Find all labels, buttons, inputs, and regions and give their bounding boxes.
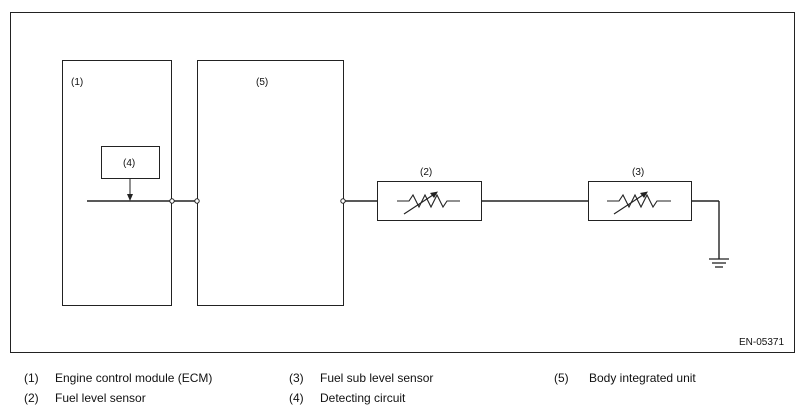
ground-icon <box>709 258 729 268</box>
ecm-label: (1) <box>71 77 83 88</box>
body-left-terminal <box>194 198 200 204</box>
detecting-circuit-label: (4) <box>123 158 135 169</box>
detecting-arrow-head <box>127 194 133 201</box>
variable-resistor-icon <box>607 191 671 215</box>
fuel-level-sensor-label: (2) <box>420 167 432 178</box>
ecm-block <box>62 60 172 306</box>
variable-resistor-icon <box>397 191 460 215</box>
fuel-level-sensor-block <box>377 181 482 221</box>
body-integrated-unit-block <box>197 60 344 306</box>
diagram-frame <box>10 12 795 353</box>
body-integrated-unit-label: (5) <box>256 77 268 88</box>
figure-code: EN-05371 <box>739 337 784 348</box>
ecm-terminal <box>169 198 175 204</box>
body-right-terminal <box>340 198 346 204</box>
fuel-sub-level-sensor-label: (3) <box>632 167 644 178</box>
fuel-sub-level-sensor-block <box>588 181 692 221</box>
